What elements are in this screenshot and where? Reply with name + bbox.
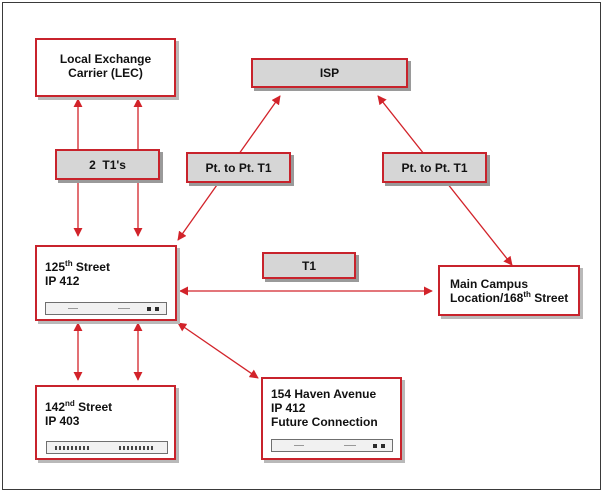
router-device-haven [271, 439, 393, 452]
haven-link [177, 322, 259, 379]
ptp-left-box: Pt. to Pt. T1 [186, 152, 291, 183]
street142-rest: Street [74, 400, 113, 414]
street125-rest: Street [72, 260, 110, 274]
haven-line2: IP 412 [271, 401, 306, 415]
street142-sup: nd [65, 399, 75, 408]
street142-title: 142nd Street [45, 399, 113, 415]
t1-label: T1 [301, 258, 316, 273]
main-campus-loc: Location/168 [450, 291, 524, 305]
main-campus-line1: Main Campus [450, 277, 529, 291]
lec-line2: Carrier (LEC) [68, 66, 143, 80]
ptp-right-box: Pt. to Pt. T1 [382, 152, 487, 183]
street125-ip: IP 412 [45, 274, 80, 288]
main-campus-sup: th [523, 290, 531, 299]
t1-box: T1 [262, 252, 356, 279]
lec-box: Local Exchange Carrier (LEC) [35, 38, 176, 97]
switch-device [46, 441, 168, 454]
two-t1-box: 2 T1's [55, 149, 160, 180]
haven-line1: 154 Haven Avenue [271, 387, 377, 401]
isp-box: ISP [251, 58, 408, 88]
lec-line1: Local Exchange [59, 52, 152, 66]
two-t1-label: 2 T1's [89, 157, 126, 172]
street142-box: 142nd Street IP 403 [35, 385, 176, 460]
ptp-left-label: Pt. to Pt. T1 [205, 160, 272, 175]
street142-num: 142 [45, 400, 66, 414]
street125-box: 125th Street IP 412 [35, 245, 177, 321]
main-campus-line2: Location/168th Street [450, 290, 569, 306]
street125-title: 125th Street [45, 259, 110, 275]
main-campus-box: Main Campus Location/168th Street [438, 265, 580, 316]
haven-line3: Future Connection [271, 415, 378, 429]
street125-num: 125 [45, 260, 66, 274]
router-device [45, 302, 167, 315]
street125-sup: th [65, 259, 73, 268]
ptp-right-label: Pt. to Pt. T1 [401, 160, 468, 175]
main-campus-street: Street [530, 291, 569, 305]
haven-box: 154 Haven Avenue IP 412 Future Connectio… [261, 377, 402, 460]
street142-ip: IP 403 [45, 414, 80, 428]
isp-label: ISP [319, 66, 340, 80]
